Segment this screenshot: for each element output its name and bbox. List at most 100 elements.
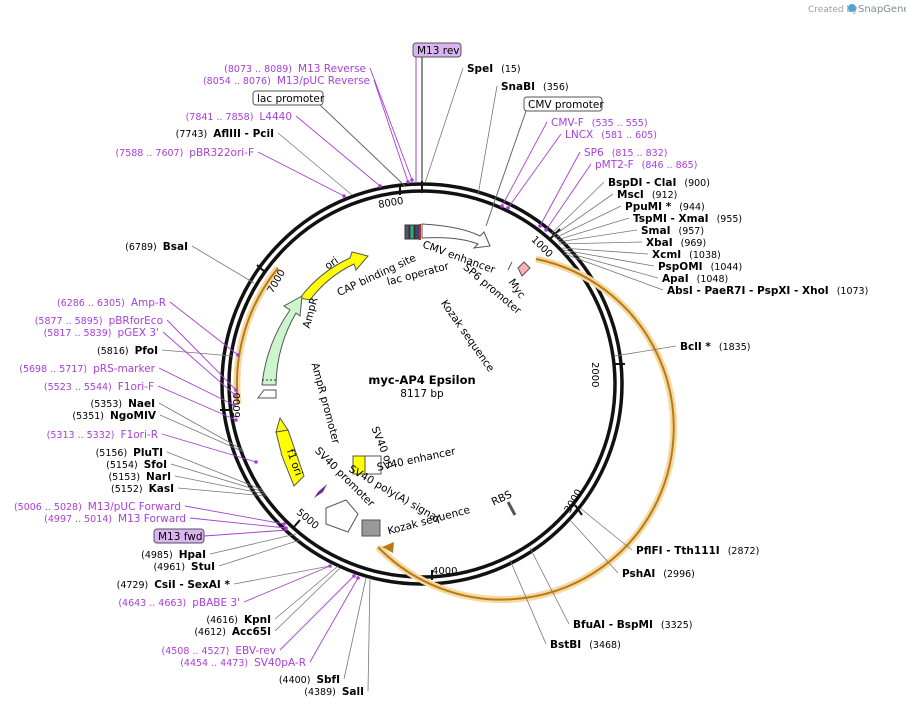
enzyme-msci: MscI(912) bbox=[552, 189, 677, 237]
credit-text: Created by bbox=[808, 5, 858, 15]
svg-text:M13 rev: M13 rev bbox=[417, 45, 460, 57]
enzyme-sbfi: SbfI(4400) bbox=[279, 577, 367, 686]
primer-m13pucreverse: M13/pUC Reverse(8054 .. 8076) bbox=[203, 75, 410, 184]
enzyme-smai: SmaI(957) bbox=[557, 225, 704, 243]
primer-site-marker bbox=[406, 180, 410, 184]
primer-position: (5877 .. 5895) bbox=[35, 316, 103, 327]
primer-leader-line bbox=[539, 151, 581, 227]
enzyme-name: CsiI - SexAI * bbox=[154, 579, 230, 591]
enzyme-position: (4961) bbox=[153, 562, 185, 573]
enzyme-leader-line bbox=[509, 559, 547, 645]
enzyme-bsai: BsaI (6789) bbox=[125, 241, 255, 284]
primer-position: (4508 .. 4527) bbox=[162, 646, 230, 657]
enzyme-position: (15) bbox=[501, 64, 521, 75]
enzyme-leader-line bbox=[477, 85, 498, 196]
primer-prsmarker: pRS-marker(5698 .. 5717) bbox=[19, 363, 236, 407]
primer-position: (846 .. 865) bbox=[642, 160, 698, 171]
primer-ampr: Amp-R(6286 .. 6305) bbox=[57, 297, 240, 357]
enzyme-name: ApaI bbox=[662, 273, 689, 285]
primer-cmvf: CMV-F(535 .. 555) bbox=[500, 117, 648, 208]
enzyme-position: (2872) bbox=[728, 546, 760, 557]
primer-m13forward: M13 Forward(4997 .. 5014) bbox=[44, 513, 288, 530]
enzyme-leader-line bbox=[424, 67, 464, 184]
primer-pmt2f: pMT2-F (846 .. 865) bbox=[544, 159, 697, 232]
enzyme-position: (1038) bbox=[689, 250, 721, 261]
primer-site-marker bbox=[352, 574, 356, 578]
enzyme-name: PflFI - Tth111I bbox=[636, 545, 720, 557]
enzyme-naei: NaeI(5353) bbox=[91, 398, 244, 451]
primer-l4440: L4440(7841 .. 7858) bbox=[186, 111, 382, 188]
enzyme-snabi: SnaBI(356) bbox=[477, 81, 569, 196]
enzyme-position: (4729) bbox=[117, 580, 149, 591]
enzyme-pflfi: PflFI - Tth111I (2872) bbox=[579, 507, 760, 557]
enzyme-leader-line bbox=[550, 181, 605, 235]
enzyme-position: (1835) bbox=[719, 342, 751, 353]
primer-leader-line bbox=[545, 163, 592, 231]
enzyme-name: PshAI bbox=[622, 568, 655, 580]
primer-f1orir: F1ori-R(5313 .. 5332) bbox=[47, 429, 258, 464]
enzyme-leader-line bbox=[159, 414, 245, 453]
primer-name: pBRforEco bbox=[109, 315, 163, 327]
enzyme-name: SfoI bbox=[144, 459, 167, 471]
svg-text:lac promoter: lac promoter bbox=[257, 93, 325, 105]
primer-name: M13 Forward bbox=[118, 513, 186, 525]
primer-name: F1ori-R bbox=[121, 429, 158, 441]
svg-text:CMV promoter: CMV promoter bbox=[528, 99, 604, 111]
enzyme-position: (2996) bbox=[663, 569, 695, 580]
primer-leader-line bbox=[507, 133, 562, 209]
enzyme-leader-line bbox=[552, 193, 614, 237]
primer-f1orif: F1ori-F(5523 .. 5544) bbox=[44, 381, 238, 422]
primer-position: (815 .. 832) bbox=[612, 148, 668, 159]
tick-2000: 2000 bbox=[589, 362, 600, 387]
enzyme-bfuai: BfuAI - BspMI(3325) bbox=[529, 547, 692, 631]
primer-site-marker bbox=[410, 178, 414, 182]
enzyme-absi: AbsI - PaeR7I - PspXI - XhoI(1073) bbox=[564, 253, 868, 297]
enzyme-name: XcmI bbox=[652, 249, 681, 261]
enzyme-leader-line bbox=[562, 249, 655, 267]
primer-m13pucforward: M13/pUC Forward(5006 .. 5028) bbox=[14, 501, 286, 526]
primer-position: (4454 .. 4473) bbox=[180, 658, 248, 669]
enzyme-position: (969) bbox=[681, 238, 707, 249]
ampr-promoter-feature bbox=[257, 389, 277, 399]
primer-site-marker bbox=[234, 388, 238, 392]
myc-feature bbox=[507, 261, 531, 277]
primer-leader-line bbox=[166, 319, 237, 391]
enzyme-name: BstBI bbox=[550, 639, 581, 651]
enzyme-name: BsaI bbox=[163, 241, 188, 253]
tick-5000: 5000 bbox=[294, 507, 321, 532]
enzyme-nari: NarI(5153) bbox=[108, 471, 266, 495]
enzyme-leader-line bbox=[558, 241, 643, 245]
primer-name: M13/pUC Reverse bbox=[277, 75, 370, 87]
enzyme-bstbi: BstBI(3468) bbox=[509, 559, 621, 651]
primer-name: Amp-R bbox=[131, 297, 166, 309]
tick-8000: 8000 bbox=[377, 196, 404, 211]
enzyme-leader-line bbox=[209, 533, 297, 555]
primer-name: SV40pA-R bbox=[254, 657, 306, 669]
primer-position: (581 .. 605) bbox=[601, 130, 657, 141]
enzyme-name: PfoI bbox=[135, 345, 158, 357]
primer-name: pBR322ori-F bbox=[189, 147, 254, 159]
enzyme-bcli: BclI *(1835) bbox=[614, 341, 751, 357]
primer-pbabe3: pBABE 3'(4643 .. 4663) bbox=[118, 564, 332, 609]
enzyme-name: SpeI bbox=[467, 63, 493, 75]
enzyme-leader-line bbox=[343, 577, 367, 680]
enzyme-name: NarI bbox=[146, 471, 171, 483]
enzyme-position: (4616) bbox=[206, 615, 238, 626]
primer-name: EBV-rev bbox=[235, 645, 276, 657]
enzyme-leader-line bbox=[579, 507, 633, 551]
m13fwd-box: M13 fwd bbox=[153, 528, 289, 544]
primer-name: pMT2-F bbox=[595, 159, 634, 171]
primer-site-marker bbox=[236, 353, 240, 357]
primer-sv40par: SV40pA-R (4454 .. 4473) bbox=[180, 576, 360, 669]
enzyme-position: (6789) bbox=[125, 242, 157, 253]
enzyme-position: (4389) bbox=[304, 687, 336, 698]
primer-site-marker bbox=[233, 393, 237, 397]
enzyme-kpni: KpnI(4616) bbox=[206, 565, 339, 626]
sv40-promoter-arrow bbox=[325, 499, 381, 537]
svg-text:M13 fwd: M13 fwd bbox=[158, 531, 203, 543]
enzyme-leader-line bbox=[529, 547, 570, 625]
enzyme-name: NgoMIV bbox=[110, 410, 157, 422]
enzyme-leader-line bbox=[277, 132, 353, 196]
enzyme-position: (7743) bbox=[176, 129, 208, 140]
enzyme-name: TspMI - XmaI bbox=[633, 213, 709, 225]
